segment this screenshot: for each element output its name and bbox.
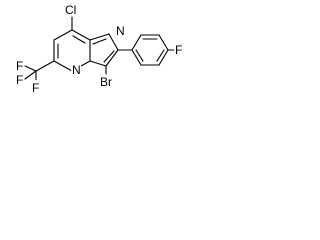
chlorine-label: Cl bbox=[65, 3, 76, 17]
imidazole-nitrogen-label: N bbox=[116, 24, 125, 38]
fluorophenyl-ring-bonds bbox=[131, 34, 175, 66]
chemical-structure: Cl N N Br F F F F bbox=[15, 3, 183, 93]
substituent-bonds bbox=[24, 16, 133, 84]
trifluoromethyl-fluorine-3-label: F bbox=[32, 81, 39, 93]
trifluoromethyl-fluorine-1-label: F bbox=[16, 59, 23, 73]
bromine-label: Br bbox=[100, 75, 112, 89]
imidazole-ring-bonds bbox=[89, 33, 119, 67]
atom-labels: Cl N N Br F F F F bbox=[15, 3, 183, 93]
bridgehead-nitrogen-label: N bbox=[72, 63, 81, 77]
trifluoromethyl-fluorine-2-label: F bbox=[16, 73, 23, 87]
aryl-fluorine-label: F bbox=[175, 43, 182, 57]
